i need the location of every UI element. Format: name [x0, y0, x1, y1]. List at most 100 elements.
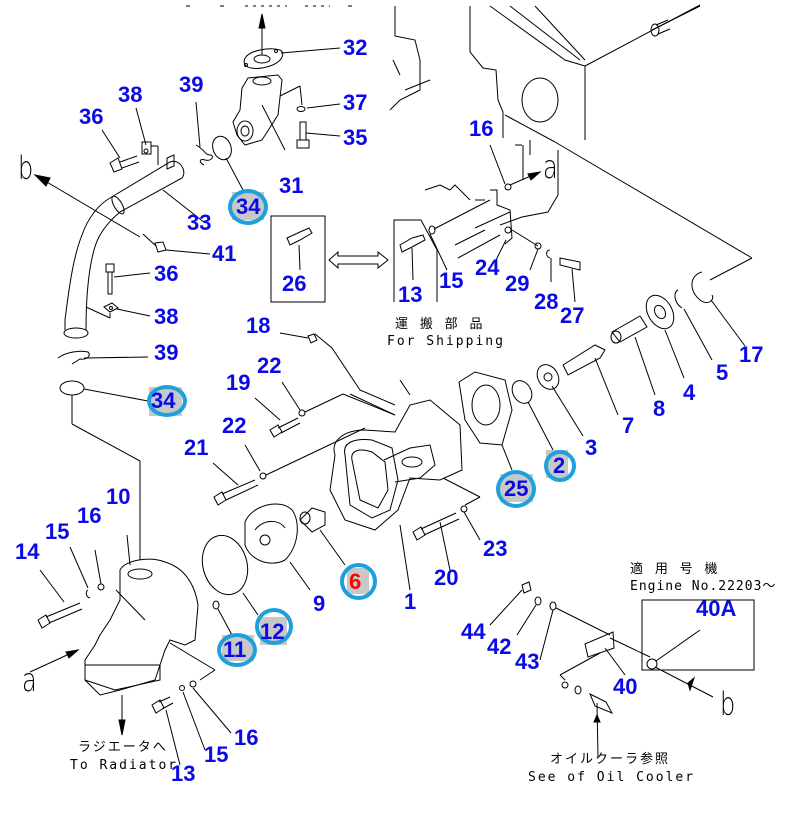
part-38-bracket-top: [101, 107, 159, 173]
callout-9[interactable]: 9: [313, 591, 326, 616]
callout-19[interactable]: 19: [226, 370, 251, 395]
part-18-plug: [279, 332, 318, 344]
callout-36[interactable]: 36: [79, 104, 104, 129]
callout-40[interactable]: 40: [613, 674, 638, 699]
callout-27[interactable]: 27: [560, 303, 585, 328]
callout-38[interactable]: 38: [118, 82, 143, 107]
reference-letter-a-bottom: a: [22, 661, 37, 699]
part-3-seal: [536, 364, 584, 437]
part-2-seal: [511, 380, 554, 451]
callout-32[interactable]: 32: [343, 35, 368, 60]
applicable-note-jp: 適 用 号 機: [630, 562, 720, 577]
part-11-oring: [212, 600, 233, 636]
radiator-note-en: To Radiator: [70, 758, 179, 773]
callout-13-bottom[interactable]: 13: [171, 761, 196, 786]
oil-cooler-note-en: See of Oil Cooler: [528, 770, 696, 785]
shipping-note-jp: 運 搬 部 品: [395, 317, 485, 332]
callout-12[interactable]: 12: [260, 619, 285, 644]
part-5-snap-ring: [674, 289, 713, 361]
callout-2[interactable]: 2: [553, 453, 566, 478]
part-36-bolt-lower: [105, 263, 151, 295]
callout-26[interactable]: 26: [282, 271, 307, 296]
shipping-box-26: [270, 215, 326, 303]
radiator-note-jp: ラジエータへ: [78, 740, 168, 755]
callout-29[interactable]: 29: [505, 271, 530, 296]
part-1-housing: [314, 333, 481, 591]
callout-39[interactable]: 39: [179, 72, 204, 97]
part-10-elbow: [29, 534, 232, 766]
callout-11[interactable]: 11: [223, 637, 247, 662]
callout-5[interactable]: 5: [716, 360, 729, 385]
part-6-thermostat: [299, 507, 346, 566]
part-34-oring-top: [195, 101, 244, 191]
callout-15[interactable]: 15: [439, 268, 464, 293]
callout-40A[interactable]: 40A: [696, 596, 737, 621]
callout-21[interactable]: 21: [184, 435, 209, 460]
arrow-up-to-engine: [258, 13, 266, 55]
callout-31[interactable]: 31: [279, 173, 304, 198]
part-25-gasket: [458, 371, 513, 471]
part-4-bearing: [645, 294, 685, 379]
callout-34-lower[interactable]: 34: [151, 388, 176, 413]
callout-20[interactable]: 20: [434, 565, 459, 590]
callout-35[interactable]: 35: [343, 125, 368, 150]
part-21-bolt: [212, 427, 366, 506]
callout-16[interactable]: 16: [469, 116, 494, 141]
shipping-box-13: [393, 199, 491, 302]
callout-33[interactable]: 33: [187, 210, 212, 235]
shipping-note-en: For Shipping: [387, 334, 505, 349]
callout-36-lower[interactable]: 36: [154, 261, 179, 286]
part-31-elbow: [232, 74, 341, 151]
callout-42[interactable]: 42: [487, 634, 512, 659]
callout-28[interactable]: 28: [534, 289, 559, 314]
reference-letter-b-top: b: [18, 149, 34, 187]
part-39-clip-lower: [57, 350, 149, 365]
callout-23[interactable]: 23: [483, 536, 508, 561]
double-arrow: [328, 250, 389, 270]
part-17-snap-ring: [691, 271, 746, 347]
callout-15-bottom[interactable]: 15: [204, 742, 229, 767]
callout-25[interactable]: 25: [504, 476, 529, 501]
reference-letter-b-bottom: b: [720, 685, 736, 723]
callout-7[interactable]: 7: [622, 413, 635, 438]
callout-22[interactable]: 22: [257, 353, 282, 378]
oil-cooler-note-jp: オイルクーラ参照: [550, 752, 671, 767]
callout-1[interactable]: 1: [404, 589, 417, 614]
part-40-bracket: [489, 581, 755, 758]
part-32-gasket: [243, 47, 341, 69]
part-33-pipe: [33, 154, 211, 339]
engine-block: [389, 4, 753, 281]
part-19-bolt: [254, 381, 396, 438]
callout-43[interactable]: 43: [515, 649, 540, 674]
part-8-seal: [610, 315, 656, 396]
applicable-note-en: Engine No.22203～: [630, 579, 777, 594]
callout-13[interactable]: 13: [398, 282, 423, 307]
callout-38-lower[interactable]: 38: [154, 304, 179, 329]
reference-letter-a-top: a: [543, 148, 558, 186]
part-9-impeller: [244, 503, 311, 591]
callout-24[interactable]: 24: [475, 255, 500, 280]
callout-34[interactable]: 34: [236, 194, 261, 219]
callout-15-left[interactable]: 15: [45, 519, 70, 544]
callout-41[interactable]: 41: [212, 241, 237, 266]
callout-16-left[interactable]: 16: [77, 503, 102, 528]
callout-18[interactable]: 18: [246, 313, 271, 338]
callout-10[interactable]: 10: [106, 484, 131, 509]
part-14-bolt: [37, 546, 105, 629]
callout-8[interactable]: 8: [653, 396, 666, 421]
callout-39-lower[interactable]: 39: [154, 340, 179, 365]
callout-6[interactable]: 6: [349, 569, 362, 594]
part-34-oring-lower: [59, 380, 149, 560]
callout-44[interactable]: 44: [461, 619, 486, 644]
part-38-bracket-lower: [85, 302, 151, 319]
callout-3[interactable]: 3: [585, 435, 598, 460]
callout-16-bottom[interactable]: 16: [234, 725, 259, 750]
callout-37[interactable]: 37: [343, 90, 368, 115]
callout-14[interactable]: 14: [15, 539, 40, 564]
callout-22-lower[interactable]: 22: [222, 413, 247, 438]
callout-17[interactable]: 17: [739, 342, 764, 367]
callout-4[interactable]: 4: [683, 380, 696, 405]
part-12-oring: [201, 534, 259, 616]
